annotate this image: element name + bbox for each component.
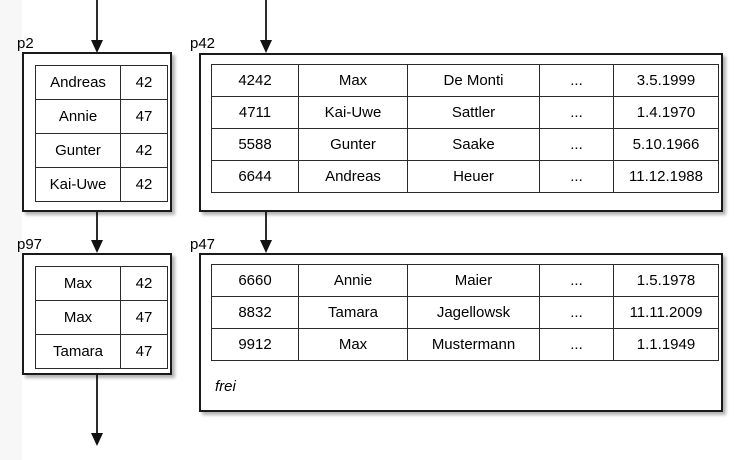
cell-firstname: Tamara — [298, 296, 408, 329]
arrow-p2-to-p97 — [91, 212, 103, 253]
cell-date: 1.1.1949 — [613, 328, 719, 361]
table-row: 4711 Kai-Uwe Sattler ... 1.4.1970 — [211, 96, 719, 129]
cell-name: Max — [35, 300, 121, 335]
cell-more: ... — [539, 128, 614, 161]
table-row: Kai-Uwe 42 — [35, 167, 168, 202]
cell-firstname: Max — [298, 328, 408, 361]
cell-more: ... — [539, 264, 614, 297]
cell-firstname: Max — [298, 64, 408, 97]
cell-name: Kai-Uwe — [35, 167, 121, 202]
cell-date: 11.11.2009 — [613, 296, 719, 329]
table-row: Annie 47 — [35, 99, 168, 134]
table-row: Tamara 47 — [35, 334, 168, 369]
cell-name: Annie — [35, 99, 121, 134]
arrow-into-p42 — [260, 0, 272, 53]
cell-name: Andreas — [35, 65, 121, 100]
table-row: Max 47 — [35, 300, 168, 335]
arrow-p42-to-p47 — [260, 212, 272, 253]
cell-date: 1.4.1970 — [613, 96, 719, 129]
cell-name: Max — [35, 266, 121, 301]
page-p42: 4242 Max De Monti ... 3.5.1999 4711 Kai-… — [199, 53, 723, 212]
arrow-into-p2 — [91, 0, 103, 53]
cell-value: 47 — [120, 300, 168, 335]
page-label-p42: p42 — [190, 35, 216, 52]
cell-more: ... — [539, 96, 614, 129]
cell-value: 42 — [120, 133, 168, 168]
table-row: 6660 Annie Maier ... 1.5.1978 — [211, 264, 719, 297]
table-row: Max 42 — [35, 266, 168, 301]
cell-name: Tamara — [35, 334, 121, 369]
page-p97: Max 42 Max 47 Tamara 47 — [22, 253, 172, 375]
cell-id: 6660 — [211, 264, 299, 297]
table-p97: Max 42 Max 47 Tamara 47 — [35, 266, 168, 369]
cell-lastname: Saake — [407, 128, 540, 161]
cell-id: 8832 — [211, 296, 299, 329]
table-row: 4242 Max De Monti ... 3.5.1999 — [211, 64, 719, 97]
cell-lastname: Jagellowsk — [407, 296, 540, 329]
table-p47: 6660 Annie Maier ... 1.5.1978 8832 Tamar… — [211, 264, 719, 361]
cell-firstname: Kai-Uwe — [298, 96, 408, 129]
page-p2: Andreas 42 Annie 47 Gunter 42 Kai-Uwe 42 — [22, 52, 172, 212]
cell-id: 6644 — [211, 160, 299, 193]
cell-more: ... — [539, 160, 614, 193]
cell-firstname: Annie — [298, 264, 408, 297]
table-p2: Andreas 42 Annie 47 Gunter 42 Kai-Uwe 42 — [35, 65, 168, 202]
cell-lastname: De Monti — [407, 64, 540, 97]
cell-value: 42 — [120, 65, 168, 100]
table-row: 9912 Max Mustermann ... 1.1.1949 — [211, 328, 719, 361]
table-row: 6644 Andreas Heuer ... 11.12.1988 — [211, 160, 719, 193]
cell-firstname: Andreas — [298, 160, 408, 193]
cell-lastname: Sattler — [407, 96, 540, 129]
cell-lastname: Mustermann — [407, 328, 540, 361]
table-p42: 4242 Max De Monti ... 3.5.1999 4711 Kai-… — [211, 64, 719, 193]
arrow-out-of-p97 — [91, 375, 103, 446]
cell-more: ... — [539, 296, 614, 329]
cell-lastname: Heuer — [407, 160, 540, 193]
cell-value: 47 — [120, 99, 168, 134]
table-row: Andreas 42 — [35, 65, 168, 100]
cell-firstname: Gunter — [298, 128, 408, 161]
page-label-p47: p47 — [190, 236, 216, 253]
cell-name: Gunter — [35, 133, 121, 168]
cell-lastname: Maier — [407, 264, 540, 297]
cell-id: 9912 — [211, 328, 299, 361]
cell-value: 42 — [120, 266, 168, 301]
table-row: 5588 Gunter Saake ... 5.10.1966 — [211, 128, 719, 161]
table-row: Gunter 42 — [35, 133, 168, 168]
page-label-p2: p2 — [17, 35, 34, 52]
cell-id: 5588 — [211, 128, 299, 161]
page-label-p97: p97 — [17, 236, 43, 253]
cell-date: 3.5.1999 — [613, 64, 719, 97]
cell-value: 47 — [120, 334, 168, 369]
free-space-label: frei — [215, 378, 236, 395]
cell-id: 4711 — [211, 96, 299, 129]
cell-date: 1.5.1978 — [613, 264, 719, 297]
cell-date: 11.12.1988 — [613, 160, 719, 193]
page-p47: 6660 Annie Maier ... 1.5.1978 8832 Tamar… — [199, 253, 723, 412]
left-edge-band — [0, 0, 22, 460]
table-row: 8832 Tamara Jagellowsk ... 11.11.2009 — [211, 296, 719, 329]
cell-value: 42 — [120, 167, 168, 202]
cell-id: 4242 — [211, 64, 299, 97]
cell-more: ... — [539, 328, 614, 361]
cell-date: 5.10.1966 — [613, 128, 719, 161]
cell-more: ... — [539, 64, 614, 97]
